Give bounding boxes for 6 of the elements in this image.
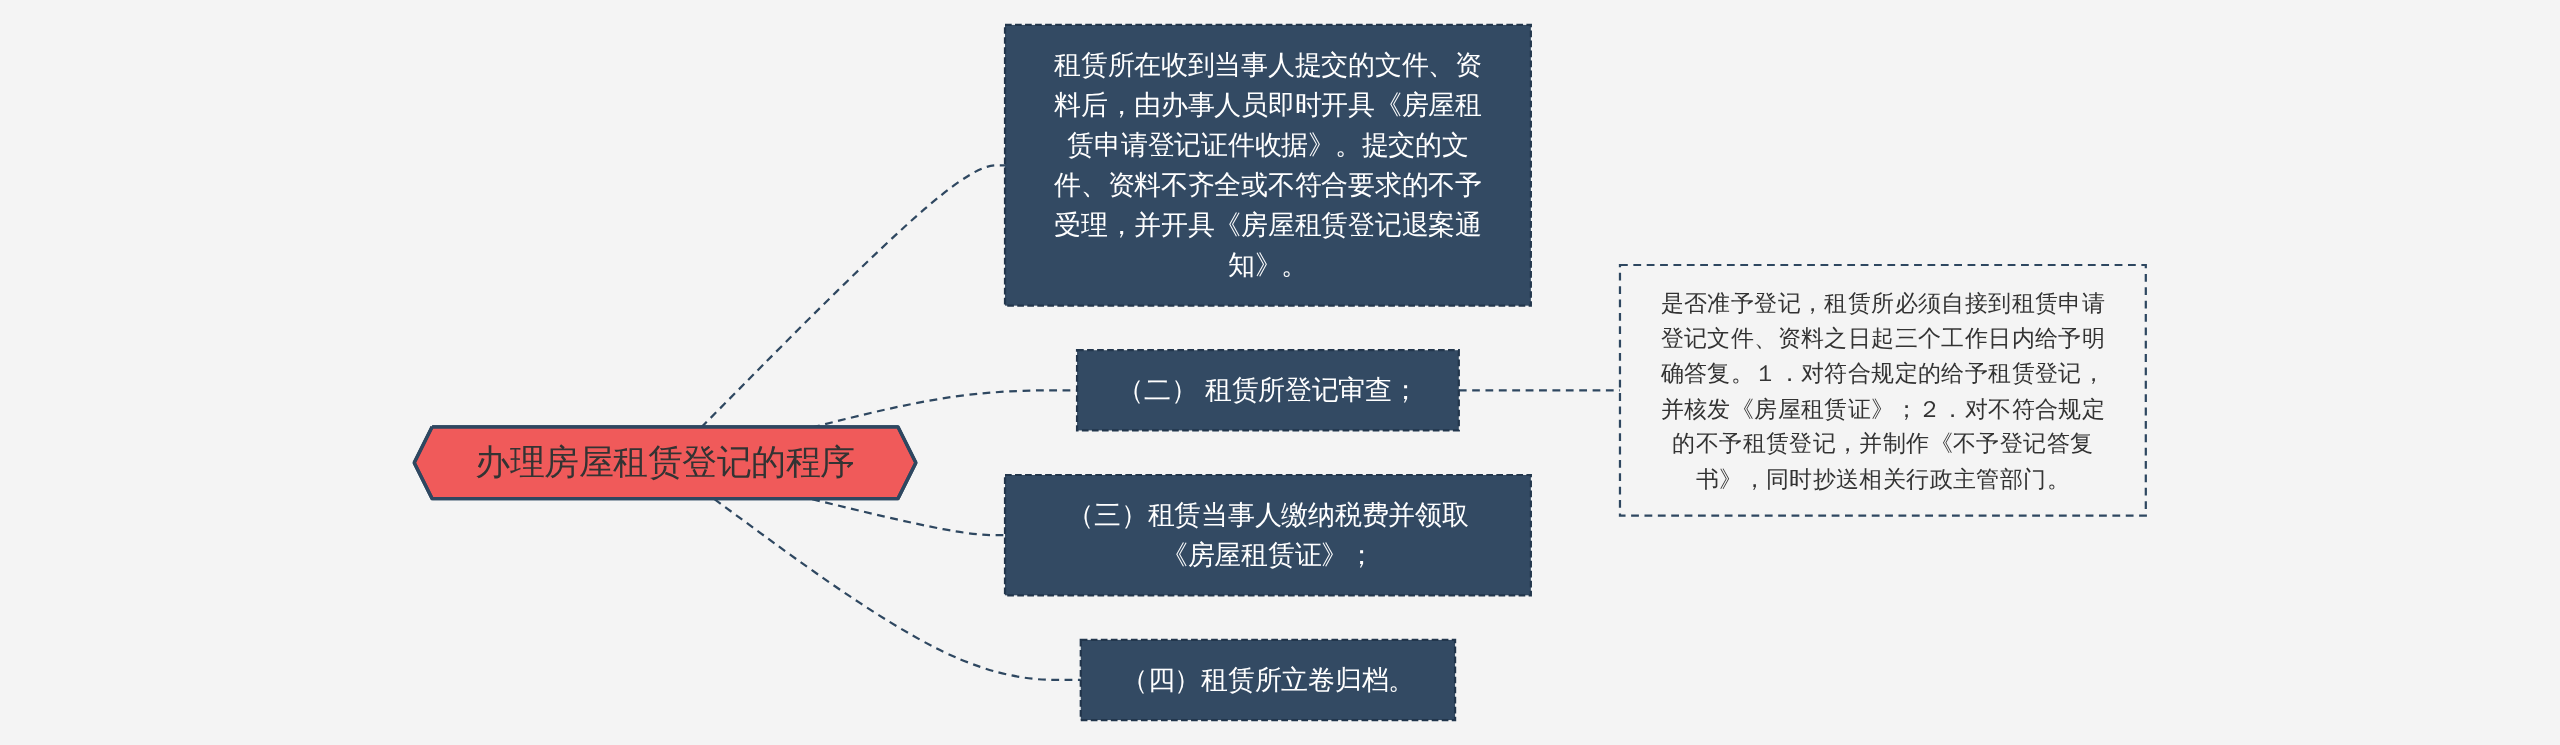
node-box: （三）租赁当事人缴纳税费并领取《房屋租赁证》； bbox=[1003, 473, 1532, 597]
node-box: 是否准予登记，租赁所必须自接到租赁申请登记文件、资料之日起三个工作日内给予明确答复。１．对符合规定的给予租赁登记，并核发《房屋租赁证》；２．对不符合规定的不予租赁登记，并制作《不予登记答复书》，同时抄送相关行政主管部门。 bbox=[1618, 263, 2147, 517]
node-box: （四）租赁所立卷归档。 bbox=[1079, 638, 1457, 722]
node-box: 租赁所在收到当事人提交的文件、资料后，由办事人员即时开具《房屋租赁申请登记证件收据》。提交的文件、资料不齐全或不符合要求的不予受理，并开具《房屋租赁登记退案通知》。 bbox=[1003, 23, 1532, 307]
connector bbox=[713, 498, 1081, 682]
node-box: （二） 租赁所登记审查； bbox=[1075, 349, 1460, 432]
